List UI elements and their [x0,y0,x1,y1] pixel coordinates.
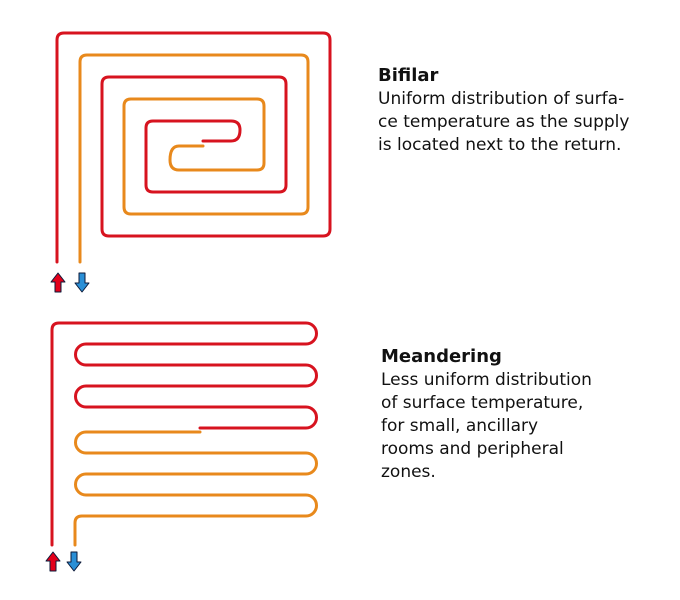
bifilar-caption: Bifilar Uniform distribution of surfa- c… [378,64,629,157]
meandering-serpentine [50,321,318,547]
supply-arrow-up-icon [50,272,66,293]
bifilar-supply-pipe [55,31,332,264]
meandering-caption: Meandering Less uniform distribution of … [381,345,592,484]
meandering-description-line: of surface temperature, [381,393,584,413]
meandering-description-line: rooms and peripheral [381,439,564,459]
meandering-description-line: zones. [381,462,436,482]
supply-arrow-up-icon [45,551,61,572]
meandering-title: Meandering [381,346,502,367]
return-arrow-down-icon [66,551,82,572]
meandering-description-line: Less uniform distribution [381,370,592,390]
bifilar-return-pipe [78,53,310,264]
return-arrow-down-icon [74,272,90,293]
meandering-supply-pipe [50,321,318,547]
bifilar-description-line: Uniform distribution of surfa- [378,89,625,109]
meandering-description: Less uniform distribution of surface tem… [381,369,592,484]
bifilar-title: Bifilar [378,65,439,86]
meandering-description-line: for small, ancillary [381,416,539,436]
bifilar-flow-arrows [50,272,90,293]
bifilar-description-line: is located next to the return. [378,135,622,155]
bifilar-description: Uniform distribution of surfa- ce temper… [378,88,629,157]
bifilar-spiral [55,31,332,264]
meandering-return-pipe [73,430,318,547]
bifilar-description-line: ce temperature as the supply [378,112,630,132]
meandering-flow-arrows [45,551,82,572]
